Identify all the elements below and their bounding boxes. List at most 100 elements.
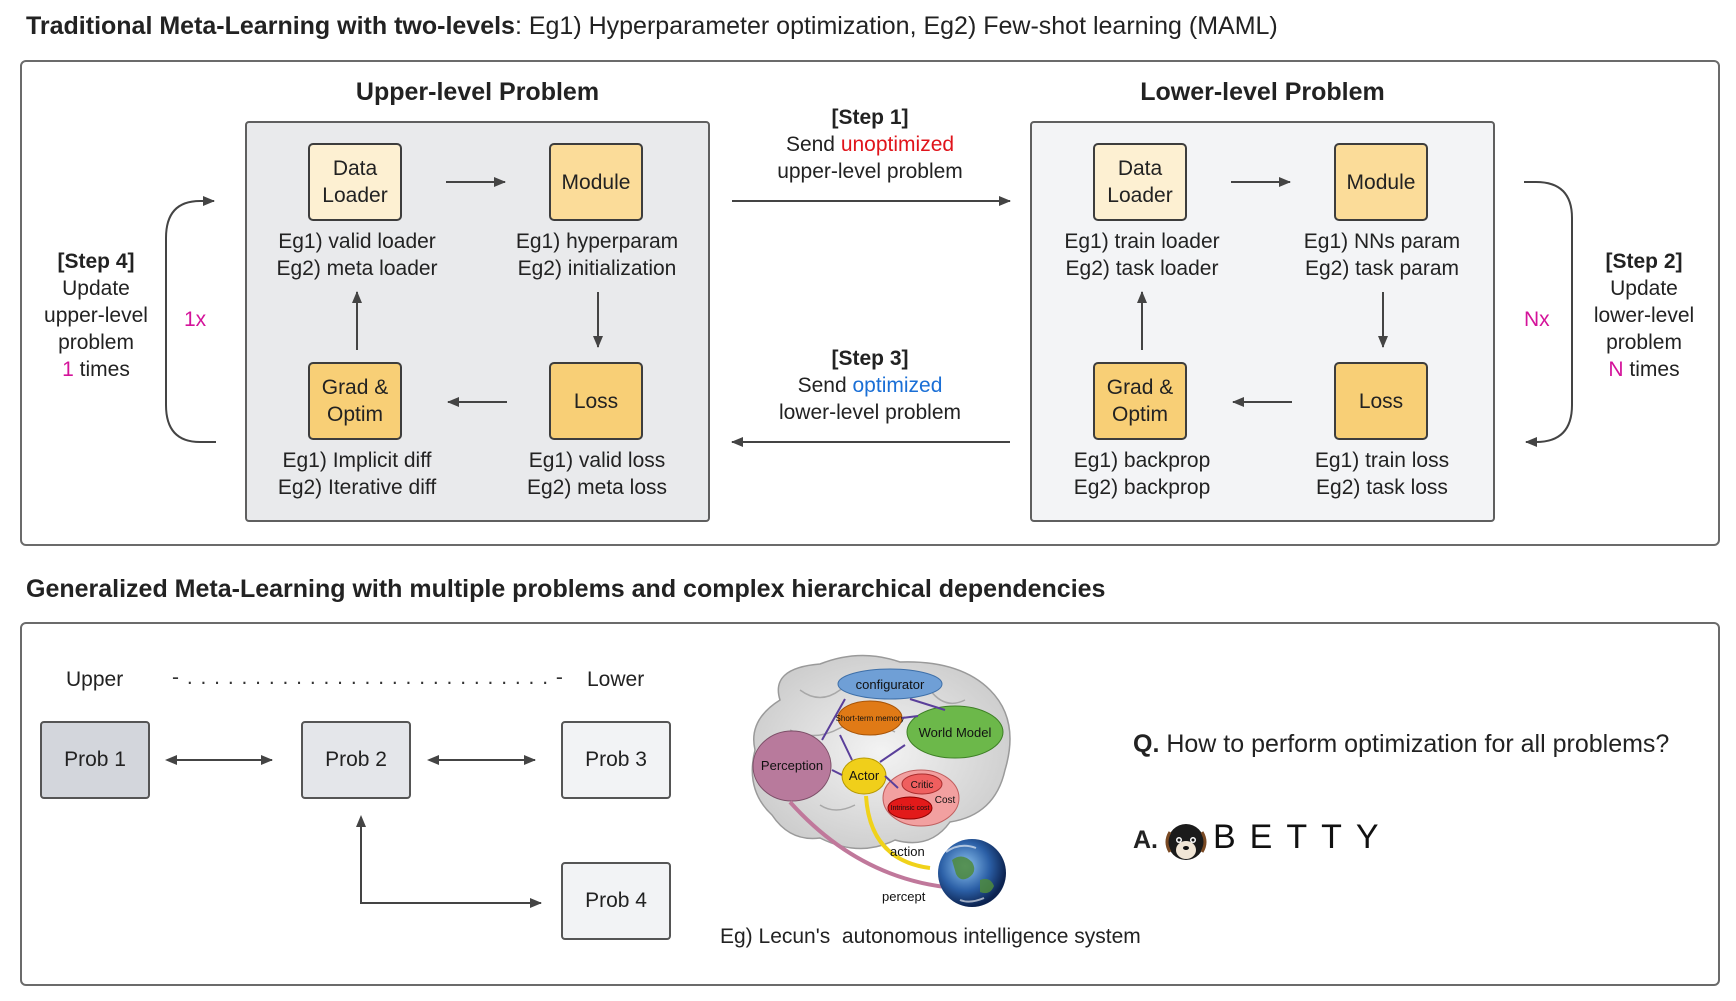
step3-title: [Step 3] bbox=[831, 347, 909, 370]
upper-loss-desc-eg2: Eg2) meta loss bbox=[526, 476, 668, 499]
upper-grad-desc-eg2: Eg2) Iterative diff bbox=[277, 476, 437, 499]
step4-line1: Update bbox=[62, 277, 130, 300]
step3-highlight: optimized bbox=[852, 374, 943, 397]
step2-line2: lower-level bbox=[1593, 304, 1695, 327]
actor-label: Actor bbox=[849, 768, 880, 783]
upper-module-desc-eg1: Eg1) hyperparam bbox=[515, 230, 679, 253]
top-heading-bold: Traditional Meta-Learning with two-level… bbox=[26, 12, 515, 40]
step2-line3: problem bbox=[1606, 331, 1682, 354]
lower-data-desc-eg2: Eg2) task loader bbox=[1065, 257, 1219, 280]
top-heading: Traditional Meta-Learning with two-level… bbox=[26, 12, 1278, 41]
step2-multiplier: Nx bbox=[1524, 308, 1550, 331]
brain-link-arrows bbox=[821, 698, 946, 789]
intrinsic-cost-label: Intrinsic cost bbox=[891, 805, 930, 812]
world-model-label: World Model bbox=[919, 725, 992, 740]
step4-multiplier: 1x bbox=[184, 308, 207, 331]
step2-times: times bbox=[1629, 358, 1680, 381]
intrinsic-cost-node bbox=[887, 796, 933, 820]
question-label: Q. bbox=[1133, 730, 1160, 758]
step2-title: [Step 2] bbox=[1605, 250, 1683, 273]
step4-loop-arrow bbox=[165, 196, 216, 443]
question-text: Q. How to perform optimization for all p… bbox=[1133, 730, 1669, 759]
upper-data-desc-eg1: Eg1) valid loader bbox=[278, 230, 436, 253]
lower-grad-desc-eg2: Eg2) backprop bbox=[1073, 476, 1211, 499]
lower-label: Lower bbox=[587, 668, 645, 691]
upper-module-node: Module bbox=[549, 143, 643, 221]
upper-module-desc: Eg1) hyperparam Eg2) initialization bbox=[492, 228, 702, 282]
upper-grad-desc-eg1: Eg1) Implicit diff bbox=[282, 449, 432, 472]
lower-loss-desc-eg2: Eg2) task loss bbox=[1316, 476, 1448, 499]
lower-grad-desc-eg1: Eg1) backprop bbox=[1073, 449, 1211, 472]
step3-send: Send bbox=[797, 374, 847, 397]
lower-module-desc: Eg1) NNs param Eg2) task param bbox=[1277, 228, 1487, 282]
upper-loss-desc: Eg1) valid loss Eg2) meta loss bbox=[492, 447, 702, 501]
short-term-memory-label: Short-term memory bbox=[836, 714, 905, 723]
step4-label: [Step 4] Update upper-level problem 1 ti… bbox=[26, 248, 166, 383]
brain-illustration: configurator Short-term memory World Mod… bbox=[751, 654, 1011, 907]
upper-grad-desc: Eg1) Implicit diff Eg2) Iterative diff bbox=[252, 447, 462, 501]
critic-label: Critic bbox=[911, 780, 934, 791]
upper-data-loader-node: Data Loader bbox=[308, 143, 402, 221]
lower-loss-desc-eg1: Eg1) train loss bbox=[1314, 449, 1450, 472]
bottom-heading: Generalized Meta-Learning with multiple … bbox=[26, 575, 1105, 604]
step1-title: [Step 1] bbox=[831, 106, 909, 129]
betty-dog-logo-icon bbox=[1165, 824, 1207, 860]
betty-brand: BETTY bbox=[1213, 818, 1393, 856]
cost-label: Cost bbox=[935, 795, 956, 806]
lower-module-desc-eg2: Eg2) task param bbox=[1304, 257, 1460, 280]
step2-loop-arrow bbox=[1524, 181, 1573, 447]
step4-count: 1 bbox=[62, 358, 74, 381]
prob1-box: Prob 1 bbox=[40, 721, 150, 799]
top-heading-rest: : Eg1) Hyperparameter optimization, Eg2)… bbox=[514, 12, 1278, 40]
lower-grad-optim-node: Grad & Optim bbox=[1093, 362, 1187, 440]
prob2-prob4-arrow bbox=[356, 815, 542, 908]
step1-label: [Step 1] Send unoptimized upper-level pr… bbox=[740, 104, 1000, 185]
upper-data-desc: Eg1) valid loader Eg2) meta loader bbox=[252, 228, 462, 282]
step3-label: [Step 3] Send optimized lower-level prob… bbox=[740, 345, 1000, 426]
prob2-box: Prob 2 bbox=[301, 721, 411, 799]
configurator-node bbox=[837, 668, 943, 700]
bottom-heading-text: Generalized Meta-Learning with multiple … bbox=[26, 575, 1106, 603]
lower-loss-node: Loss bbox=[1334, 362, 1428, 440]
lower-data-desc-eg1: Eg1) train loader bbox=[1064, 230, 1220, 253]
action-label: action bbox=[890, 844, 925, 859]
lower-module-node: Module bbox=[1334, 143, 1428, 221]
upper-grad-optim-node: Grad & Optim bbox=[308, 362, 402, 440]
lower-loss-desc: Eg1) train loss Eg2) task loss bbox=[1277, 447, 1487, 501]
lower-data-desc: Eg1) train loader Eg2) task loader bbox=[1037, 228, 1247, 282]
upper-loss-node: Loss bbox=[549, 362, 643, 440]
action-arrow bbox=[864, 795, 931, 870]
question-body: How to perform optimization for all prob… bbox=[1159, 730, 1670, 758]
upper-label: Upper bbox=[66, 668, 124, 691]
world-model-node bbox=[906, 705, 1004, 759]
step1-rest: upper-level problem bbox=[777, 160, 963, 183]
hierarchy-dots: - . . . . . . . . . . . . . . . . . . . … bbox=[172, 666, 564, 689]
configurator-label: configurator bbox=[856, 677, 925, 692]
prob3-box: Prob 3 bbox=[561, 721, 671, 799]
step4-title: [Step 4] bbox=[57, 250, 135, 273]
upper-level-title: Upper-level Problem bbox=[355, 78, 600, 106]
step1-highlight: unoptimized bbox=[840, 133, 955, 156]
step3-rest: lower-level problem bbox=[778, 401, 962, 424]
upper-data-desc-eg2: Eg2) meta loader bbox=[276, 257, 438, 280]
perception-node bbox=[752, 730, 832, 802]
answer-label: A. bbox=[1133, 826, 1158, 854]
lower-level-title: Lower-level Problem bbox=[1140, 78, 1385, 106]
step4-times: times bbox=[79, 358, 130, 381]
percept-arrow bbox=[788, 800, 956, 890]
step4-line3: problem bbox=[58, 331, 134, 354]
perception-label: Perception bbox=[761, 758, 823, 773]
lower-grad-desc: Eg1) backprop Eg2) backprop bbox=[1037, 447, 1247, 501]
prob4-box: Prob 4 bbox=[561, 862, 671, 940]
critic-node bbox=[901, 773, 943, 795]
step2-label: [Step 2] Update lower-level problem N ti… bbox=[1574, 248, 1714, 383]
step2-line1: Update bbox=[1610, 277, 1678, 300]
step1-send: Send bbox=[785, 133, 835, 156]
step4-line2: upper-level bbox=[44, 304, 148, 327]
lower-data-loader-node: Data Loader bbox=[1093, 143, 1187, 221]
step2-count: N bbox=[1608, 358, 1624, 381]
lower-module-desc-eg1: Eg1) NNs param bbox=[1303, 230, 1461, 253]
percept-label: percept bbox=[882, 889, 926, 904]
upper-module-desc-eg2: Eg2) initialization bbox=[517, 257, 677, 280]
